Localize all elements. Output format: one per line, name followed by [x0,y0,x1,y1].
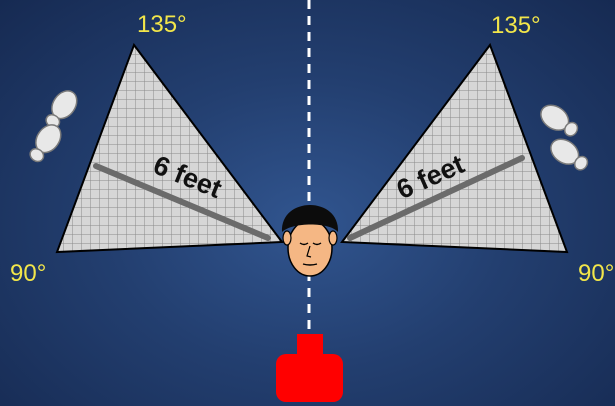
angle-label-top-left: 135° [137,13,187,37]
angle-label-bottom-left: 90° [10,262,46,286]
footprints-icon [536,100,592,176]
right-zone-triangle [342,45,567,252]
angle-label-bottom-right: 90° [578,262,614,286]
footprints-icon [24,86,82,166]
left-zone-triangle [57,45,282,252]
speaker-icon [276,334,343,402]
head-icon [282,205,338,276]
angle-label-top-right: 135° [491,14,541,38]
